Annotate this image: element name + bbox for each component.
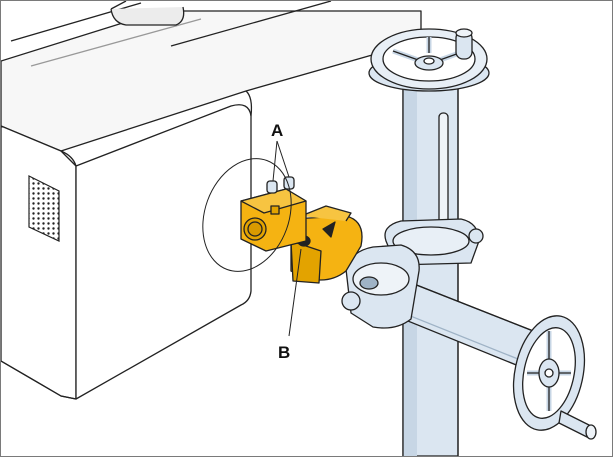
lower-handwheel xyxy=(512,315,597,440)
fan-grille xyxy=(28,175,60,242)
callout-label-b: B xyxy=(278,343,290,362)
device-housing xyxy=(1,1,422,400)
cross-clamp xyxy=(341,218,484,329)
top-handwheel xyxy=(368,28,490,92)
rotation-indicator xyxy=(202,158,292,272)
callout-leaders xyxy=(272,140,302,337)
yellow-adapter xyxy=(240,176,363,284)
callout-label-a: A xyxy=(271,121,283,140)
